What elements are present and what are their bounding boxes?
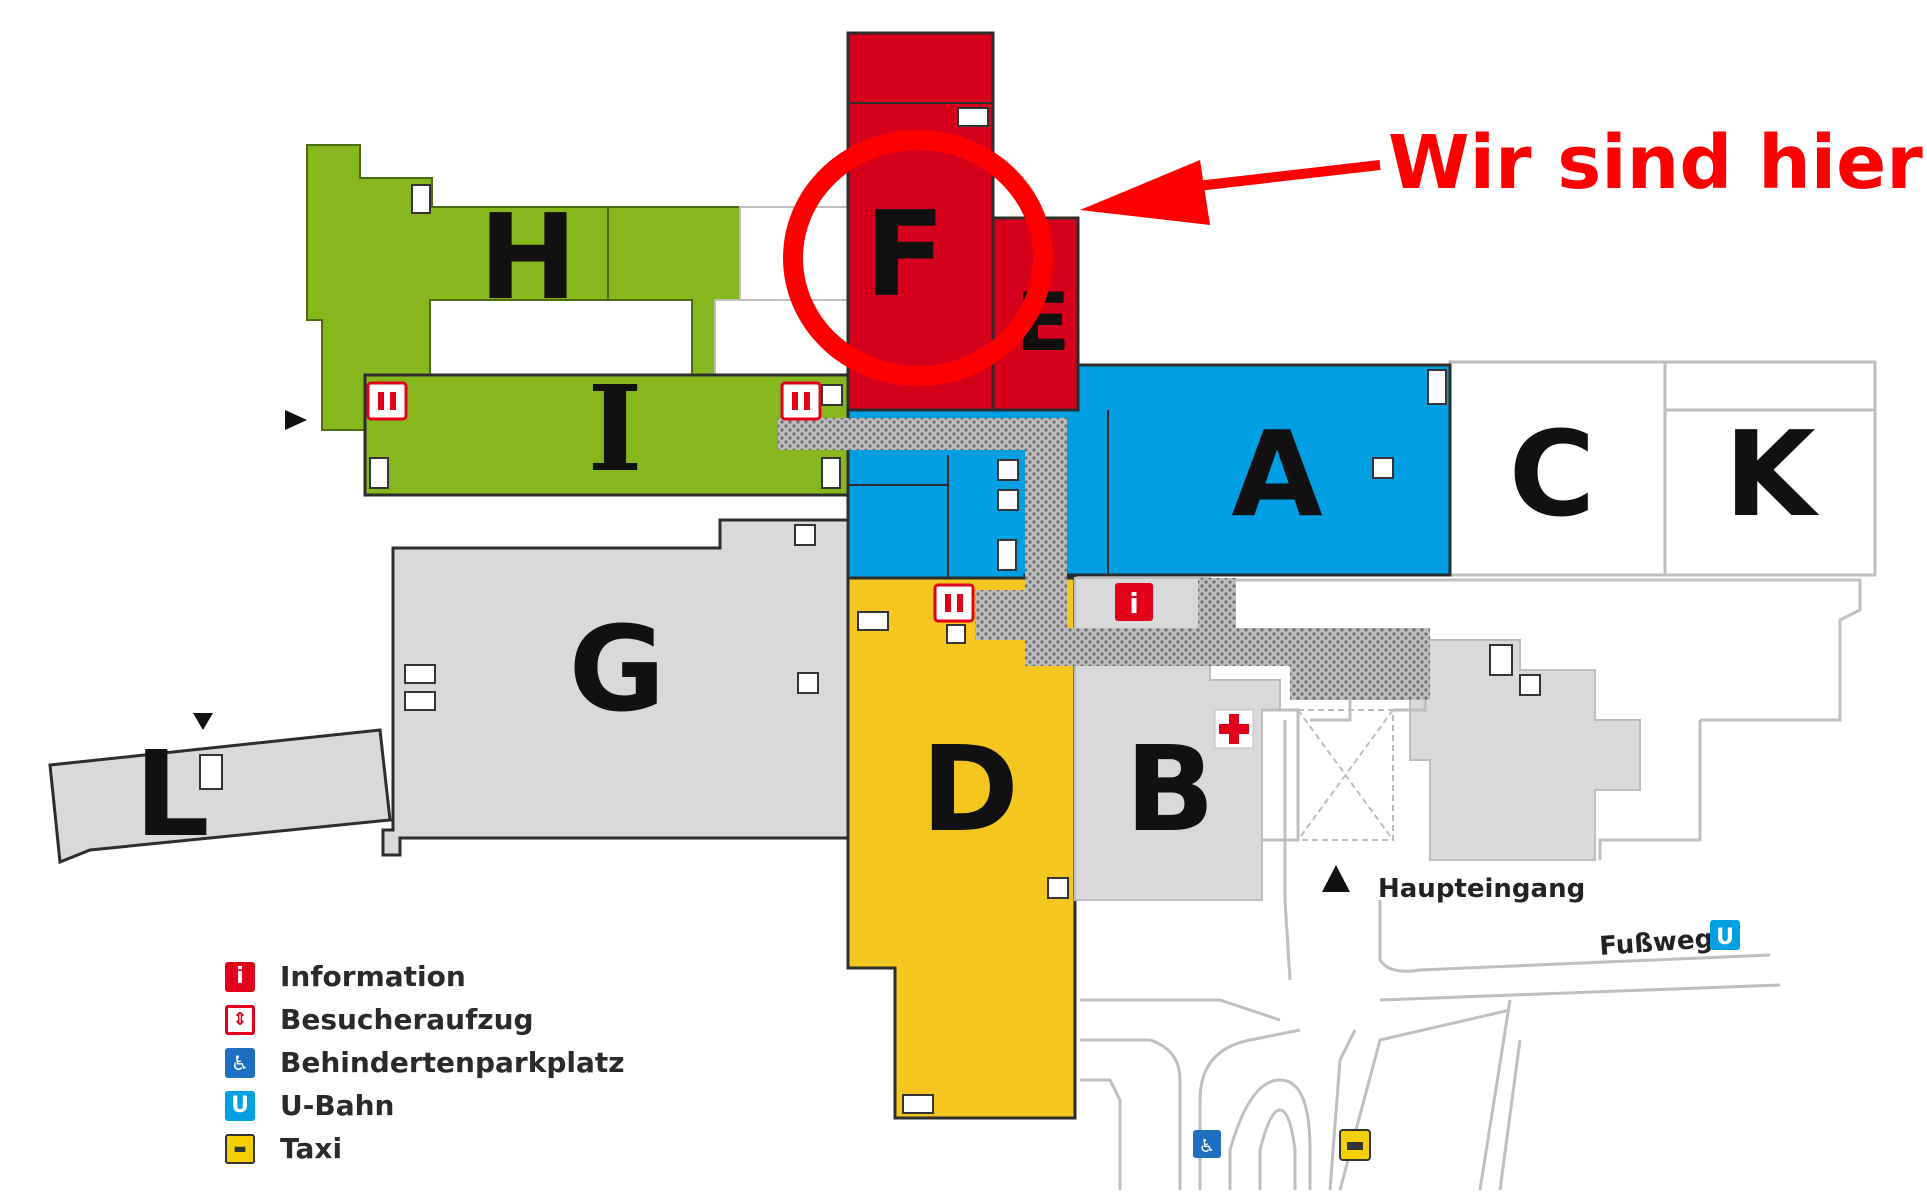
building-label-f: F bbox=[865, 185, 946, 323]
elevator-icon: ⇕ bbox=[225, 1004, 255, 1035]
footpath-label: Fußweg bbox=[1598, 924, 1714, 962]
info-icon: i bbox=[225, 961, 255, 992]
subway-icon-map: U bbox=[1710, 920, 1740, 950]
building-i bbox=[363, 373, 850, 497]
building-label-d: D bbox=[921, 720, 1019, 858]
building-annex bbox=[1409, 639, 1641, 861]
building-h bbox=[306, 144, 856, 431]
building-label-g: G bbox=[569, 600, 666, 738]
legend-label: Taxi bbox=[280, 1132, 343, 1165]
taxi-map-icon bbox=[1339, 1129, 1371, 1161]
first-aid-icon bbox=[1214, 709, 1254, 749]
you-are-here-callout: Wir sind hier bbox=[783, 120, 1923, 386]
legend-item-elevator: ⇕ Besucheraufzug bbox=[225, 998, 645, 1041]
building-g bbox=[381, 518, 850, 857]
you-are-here-arrow-shaft bbox=[1179, 160, 1381, 193]
box-markers bbox=[794, 384, 1541, 899]
building-label-a: A bbox=[1231, 405, 1322, 543]
wheelchair-parking-icon: ♿ bbox=[1193, 1130, 1221, 1158]
legend-item-subway: U U-Bahn bbox=[225, 1084, 645, 1127]
svg-text:U: U bbox=[1716, 925, 1734, 950]
you-are-here-arrowhead bbox=[1080, 160, 1210, 225]
you-are-here-circle bbox=[783, 130, 1053, 386]
building-c-k bbox=[1448, 360, 1877, 577]
legend-label: U-Bahn bbox=[280, 1089, 395, 1122]
main-entrance-label: Haupteingang bbox=[1378, 874, 1585, 904]
subway-icon: U bbox=[225, 1090, 255, 1121]
building-label-c: C bbox=[1509, 405, 1596, 543]
legend-label: Besucheraufzug bbox=[280, 1003, 534, 1036]
you-are-here-text: Wir sind hier bbox=[1388, 120, 1923, 206]
building-label-h: H bbox=[479, 188, 578, 326]
legend-item-information: i Information bbox=[225, 955, 645, 998]
wheelchair-icon: ♿ bbox=[225, 1047, 255, 1078]
map-legend: i Information ⇕ Besucheraufzug ♿ Behinde… bbox=[225, 955, 645, 1170]
corridors bbox=[778, 418, 1430, 700]
legend-label: Information bbox=[280, 960, 466, 993]
taxi-icon: ▬ bbox=[225, 1133, 255, 1164]
building-label-l: L bbox=[134, 725, 209, 863]
building-label-k: K bbox=[1724, 405, 1820, 543]
legend-item-taxi: ▬ Taxi bbox=[225, 1127, 645, 1170]
building-label-b: B bbox=[1125, 720, 1215, 858]
entrance-arrow-l bbox=[193, 713, 213, 730]
elevator-markers bbox=[366, 381, 975, 623]
stair-markers bbox=[199, 107, 1513, 1114]
roads bbox=[1080, 578, 1862, 1191]
building-f bbox=[846, 31, 995, 420]
building-label-i: I bbox=[587, 359, 642, 498]
legend-item-wheelchair-parking: ♿ Behindertenparkplatz bbox=[225, 1041, 645, 1084]
legend-label: Behindertenparkplatz bbox=[280, 1046, 625, 1079]
svg-text:i: i bbox=[1129, 587, 1139, 620]
info-marker-map: i bbox=[1115, 583, 1153, 621]
building-l bbox=[48, 728, 392, 865]
entrance-hall bbox=[1297, 709, 1394, 841]
entrance-arrow-west bbox=[285, 410, 307, 430]
svg-text:♿: ♿ bbox=[1199, 1136, 1215, 1157]
entrance-arrow-main bbox=[1322, 865, 1350, 892]
